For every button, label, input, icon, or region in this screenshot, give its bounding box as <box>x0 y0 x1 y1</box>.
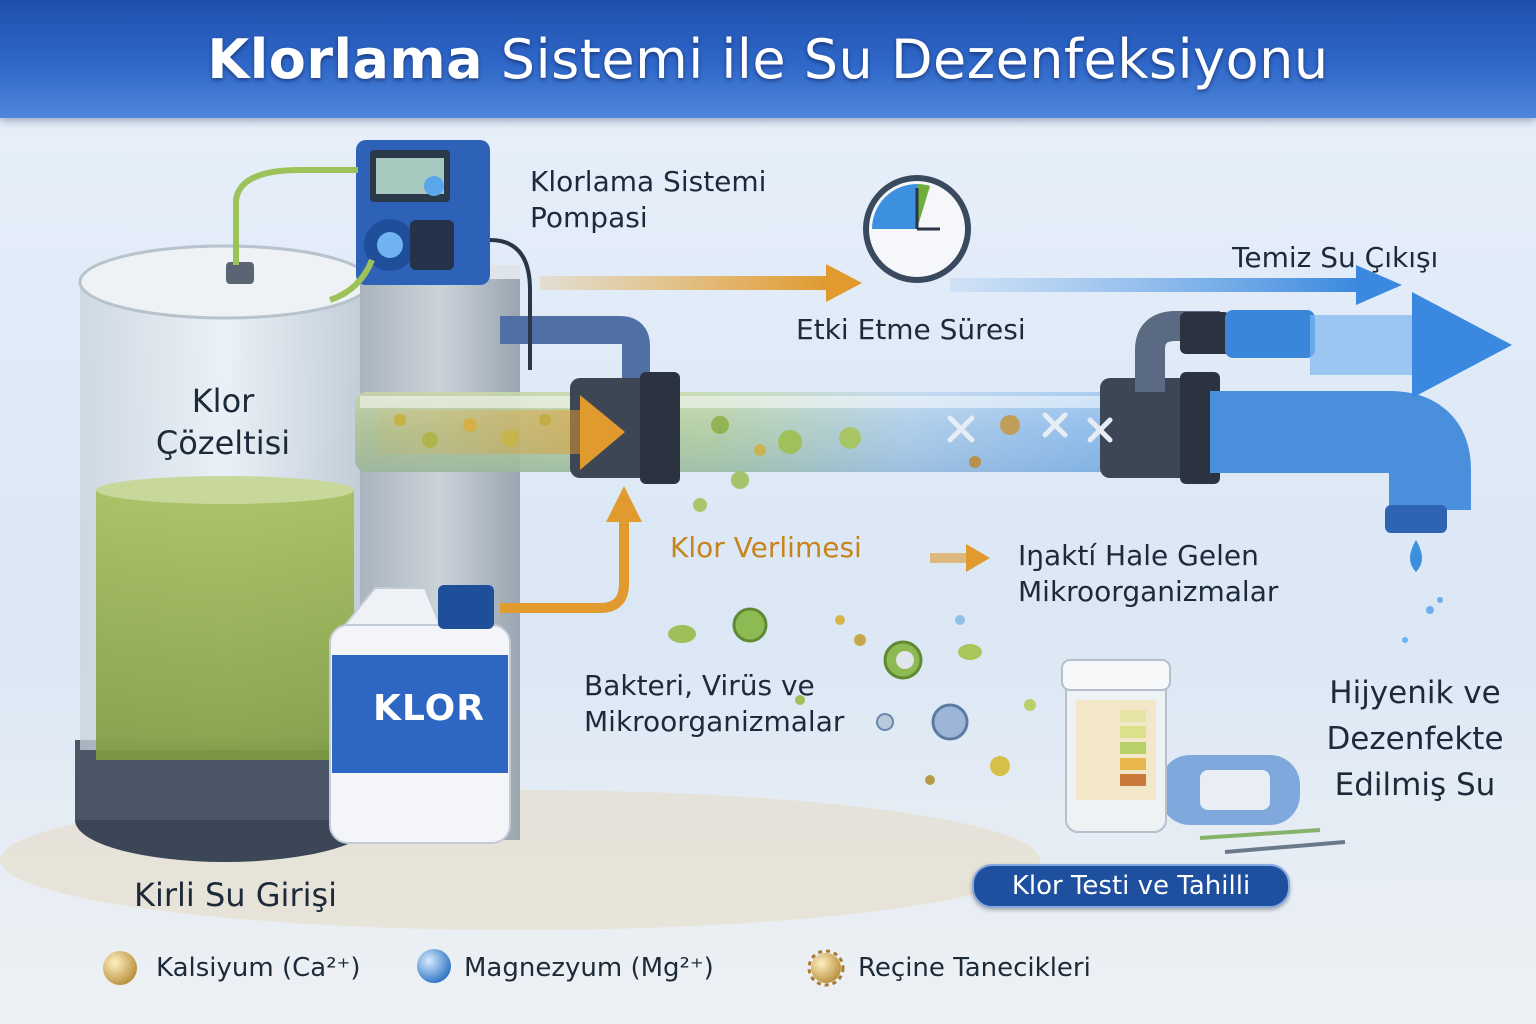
contact-time-label: Etki Etme Süresi <box>796 313 1026 346</box>
chlorine-solution-line1: Klor <box>191 382 255 420</box>
legend-resin-label: Reçine Tanecikleri <box>858 953 1091 983</box>
hygienic-line1: Hijyenik ve <box>1329 675 1501 711</box>
chlorine-solution-line2: Çözeltisi <box>155 424 291 462</box>
inactivated-microbes-line1: Iŋaktí Hale Gelen <box>1018 539 1259 572</box>
pump-label: Klorlama Sistemi Pompasi <box>530 164 766 236</box>
pump-label-line2: Pompasi <box>530 201 648 234</box>
chlorine-test-badge: Klor Testi ve Tahilli <box>972 864 1290 908</box>
clean-water-outlet-label: Temiz Su Çıkışı <box>1232 241 1439 274</box>
inactivated-microbes-label: Iŋaktí Hale Gelen Mikroorganizmalar <box>1018 538 1278 610</box>
inactivated-microbes-line2: Mikroorganizmalar <box>1018 575 1279 608</box>
microbes-line2: Mikroorganizmalar <box>584 705 845 738</box>
tank-icon <box>75 244 375 862</box>
legend-calcium-label: Kalsiyum (Ca²⁺) <box>156 953 361 983</box>
legend-magnesium-label: Magnezyum (Mg²⁺) <box>464 953 714 983</box>
clock-icon <box>863 175 971 283</box>
title-bold: Klorlama <box>207 28 484 91</box>
dirty-water-inlet-label: Kirli Su Girişi <box>134 876 338 914</box>
microbes-label: Bakteri, Virüs ve Mikroorganizmalar <box>584 668 844 740</box>
arrow-icon <box>380 264 990 613</box>
chlorine-jug-icon <box>329 585 511 844</box>
legend-calcium: Kalsiyum (Ca²⁺) <box>156 948 361 988</box>
hygienic-water-label: Hijyenik ve Dezenfekte Edilmiş Su <box>1304 670 1526 808</box>
pump-icon <box>233 140 490 303</box>
title-rest: Sistemi ile Su Dezenfeksiyonu <box>500 28 1329 91</box>
microbes-line1: Bakteri, Virüs ve <box>584 669 815 702</box>
title-banner: Klorlama Sistemi ile Su Dezenfeksiyonu <box>0 0 1536 118</box>
chlorine-solution-label: Klor Çözeltisi <box>128 380 318 464</box>
page-title: Klorlama Sistemi ile Su Dezenfeksiyonu <box>0 28 1536 91</box>
chlorine-dosing-label: Klor Verlimesi <box>670 531 862 564</box>
pipe-icon <box>355 310 1471 572</box>
pump-label-line1: Klorlama Sistemi <box>530 165 767 198</box>
legend-magnesium: Magnezyum (Mg²⁺) <box>464 948 714 988</box>
test-kit-icon <box>1061 659 1346 854</box>
jug-label: KLOR <box>373 688 485 729</box>
legend-resin: Reçine Tanecikleri <box>858 948 1091 988</box>
hygienic-line3: Edilmiş Su <box>1334 767 1496 803</box>
hygienic-line2: Dezenfekte <box>1326 721 1504 757</box>
